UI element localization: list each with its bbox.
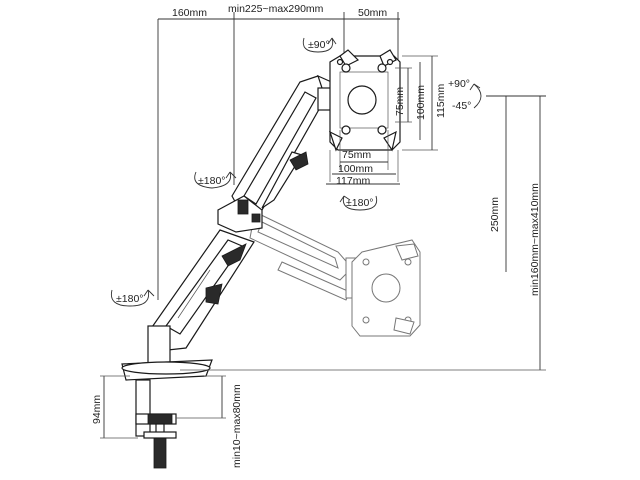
dim-rot-bottom: ±180° bbox=[346, 197, 373, 209]
dim-top-middle: min225~max290mm bbox=[228, 3, 324, 15]
dim-rot-top: ±90° bbox=[308, 39, 330, 51]
dim-vesa-h117: 117mm bbox=[336, 175, 370, 187]
dim-vesa-v100: 100mm bbox=[415, 85, 427, 120]
dim-base-height: 94mm bbox=[91, 395, 103, 424]
dim-height-range: min160mm~max410mm bbox=[529, 183, 541, 296]
dim-top-left: 160mm bbox=[172, 7, 207, 19]
vesa-plate-front bbox=[328, 49, 401, 152]
dim-rot-base: ±180° bbox=[116, 293, 143, 305]
upper-arm bbox=[231, 74, 337, 219]
rotate-base-indicator bbox=[110, 289, 155, 307]
rotate-plate-indicator bbox=[339, 195, 378, 211]
vesa-vertical-dims bbox=[395, 55, 438, 151]
vesa-horizontal-dims bbox=[326, 130, 400, 185]
tilt-indicator bbox=[469, 83, 482, 109]
dim-tilt-down: -45° bbox=[452, 100, 471, 112]
dim-top-right: 50mm bbox=[358, 7, 387, 19]
dim-height-250: 250mm bbox=[489, 197, 501, 232]
dim-vesa-h100: 100mm bbox=[338, 163, 373, 175]
ghost-arm bbox=[249, 211, 421, 337]
dim-rot-elbow: ±180° bbox=[198, 175, 225, 187]
top-dimension-lines bbox=[157, 12, 400, 300]
rotate-top-indicator bbox=[302, 37, 337, 53]
dim-vesa-v115: 115mm bbox=[435, 84, 447, 118]
rotate-elbow-indicator bbox=[194, 171, 237, 189]
dim-tilt-up: +90° bbox=[448, 78, 470, 90]
dim-vesa-v75: 75mm bbox=[394, 87, 406, 116]
dim-clamp-range: min10~max80mm bbox=[231, 384, 243, 468]
base-dimension-lines bbox=[100, 375, 226, 439]
elbow-joint bbox=[217, 195, 263, 233]
height-dimension-lines bbox=[180, 95, 546, 371]
dim-vesa-h75: 75mm bbox=[342, 149, 371, 161]
pole-and-clamp bbox=[121, 325, 213, 469]
